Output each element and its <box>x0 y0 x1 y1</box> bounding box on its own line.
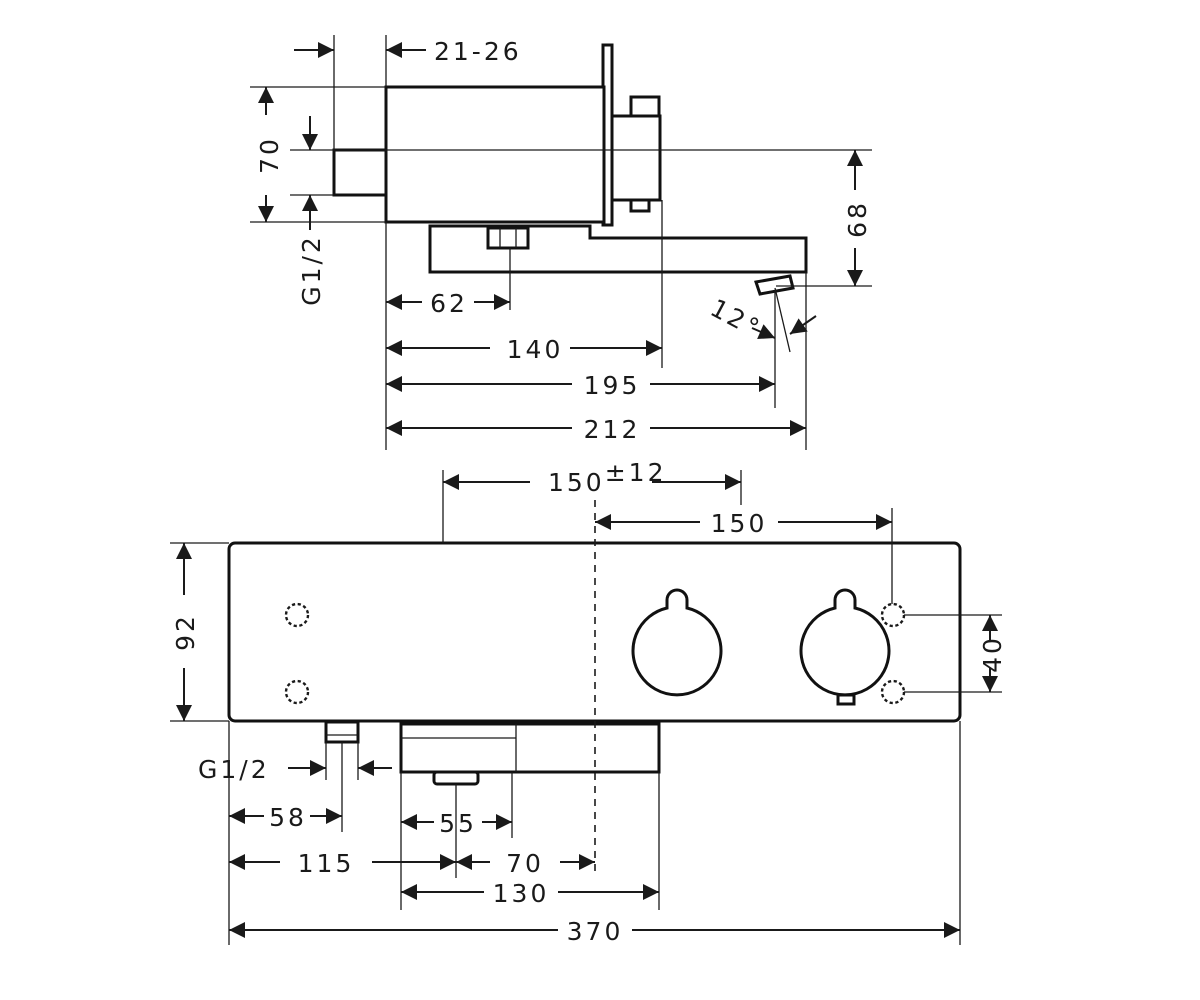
dim-height-70: 70 <box>255 136 284 174</box>
dim-wall-thickness: 21-26 <box>434 37 522 66</box>
dim-spout-drop-68: 68 <box>843 200 872 238</box>
dim-140: 140 <box>507 335 564 364</box>
connector-cap-bottom <box>629 198 651 213</box>
dim-62: 62 <box>430 289 468 318</box>
spout-nut <box>486 226 530 250</box>
left-handle <box>631 588 723 697</box>
dim-370: 370 <box>567 917 624 946</box>
dim-150: 150 <box>711 509 768 538</box>
spout-front <box>399 722 661 774</box>
mixer-body-side <box>384 85 606 224</box>
inlet-connector-front <box>324 720 360 744</box>
dim-130: 130 <box>493 879 550 908</box>
connector-block <box>610 114 662 202</box>
dim-150-tol-value: 150 <box>548 468 605 497</box>
aerator <box>432 770 480 786</box>
dim-150-tol-superscript: ±12 <box>605 458 667 487</box>
dim-195: 195 <box>584 371 641 400</box>
dim-58: 58 <box>269 803 307 832</box>
spout-side <box>428 224 808 274</box>
right-handle-stop <box>836 693 856 706</box>
dim-40: 40 <box>978 635 1007 673</box>
front-view: 150±12 150 92 40 G1/2 58 55 115 70 <box>170 458 1007 946</box>
dim-55: 55 <box>439 809 477 838</box>
dim-150-tol: 150±12 <box>548 458 666 497</box>
right-handle <box>799 588 891 697</box>
side-view: 21-26 70 G1/2 68 12° 62 140 195 212 <box>250 35 872 450</box>
mount-point-top-left <box>284 602 310 628</box>
connector-cap-top <box>629 95 661 118</box>
dim-115: 115 <box>298 849 355 878</box>
dim-thread-side: G1/2 <box>297 234 326 306</box>
dim-92: 92 <box>171 613 200 651</box>
dim-thread-front: G1/2 <box>198 755 270 784</box>
mount-point-bottom-left <box>284 679 310 705</box>
dim-angle-12: 12° <box>706 293 767 344</box>
inlet-stub <box>332 148 388 197</box>
dim-70: 70 <box>506 849 544 878</box>
outlet-nozzle <box>754 274 795 296</box>
dim-212: 212 <box>584 415 641 444</box>
